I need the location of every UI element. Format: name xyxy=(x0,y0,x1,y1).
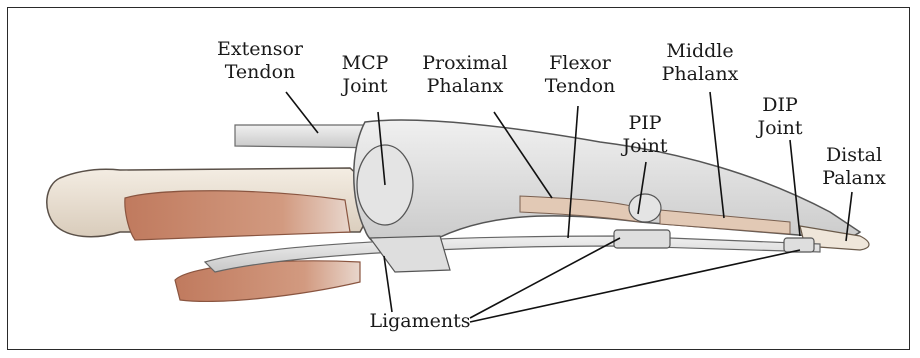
label-middle-phalanx: Middle Phalanx xyxy=(655,40,745,86)
label-extensor-tendon: Extensor Tendon xyxy=(210,38,310,84)
pulley-ligament-a1 xyxy=(370,236,450,272)
lumbrical-muscle xyxy=(125,191,350,240)
label-proximal-phalanx: Proximal Phalanx xyxy=(410,52,520,98)
pip-joint-capsule xyxy=(629,194,661,222)
label-dip-joint: DIP Joint xyxy=(750,94,810,140)
pulley-ligament-a3 xyxy=(614,230,670,248)
label-flexor-tendon: Flexor Tendon xyxy=(535,52,625,98)
flexor-muscle xyxy=(175,261,360,302)
leader-ligaments-3 xyxy=(470,250,800,322)
label-mcp-joint: MCP Joint xyxy=(330,52,400,98)
label-distal-phalanx: Distal Palanx xyxy=(814,144,894,190)
label-ligaments: Ligaments xyxy=(360,310,480,333)
label-pip-joint: PIP Joint xyxy=(615,112,675,158)
